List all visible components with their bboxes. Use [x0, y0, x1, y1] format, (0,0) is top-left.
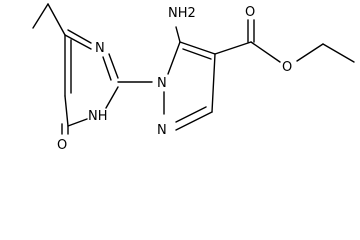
bond-c5-c4	[179, 41, 216, 55]
structure-svg: NH2 N N N NH O O O	[32, 3, 355, 153]
bond-c4-carbonyl	[214, 41, 252, 55]
atom-nh2: NH2	[168, 6, 196, 21]
atom-o-ketone: O	[57, 138, 67, 153]
bond-c5-c4-double	[182, 48, 212, 60]
atom-n-pyrimidine-top: N	[95, 41, 105, 56]
bond-c3-n2	[175, 111, 213, 131]
bond-c4-c3	[211, 53, 216, 113]
bond-c2-nh	[105, 86, 119, 109]
bond-n1-c2-double	[102, 56, 112, 81]
bond-carbonyl-oether	[250, 41, 281, 63]
bond-c5-nh2	[175, 26, 181, 43]
atom-nh-pyrimidine: NH	[88, 109, 108, 124]
bond-n1-c2	[108, 53, 119, 79]
atom-n-pyrazole-1: N	[157, 76, 167, 91]
bond-oether-ch2	[296, 43, 324, 62]
bond-c3-n2-double	[175, 106, 207, 123]
atom-o-ester-ether: O	[282, 60, 292, 75]
bond-ethyl-ch3	[32, 3, 49, 29]
bond-c6-n1	[64, 34, 92, 50]
bond-c6-n1-double	[67, 29, 92, 44]
bond-ch2-ch3	[322, 43, 355, 63]
bond-c4-c5	[64, 95, 69, 127]
bond-ethyl-ch2	[47, 3, 66, 36]
bond-n1-c5	[167, 41, 181, 75]
bond-nh-c4	[67, 118, 88, 127]
atom-o-ester-carbonyl: O	[245, 5, 255, 20]
atom-n-pyrazole-2: N	[157, 123, 167, 138]
molecule-diagram: NH2 N N N NH O O O	[32, 3, 355, 153]
